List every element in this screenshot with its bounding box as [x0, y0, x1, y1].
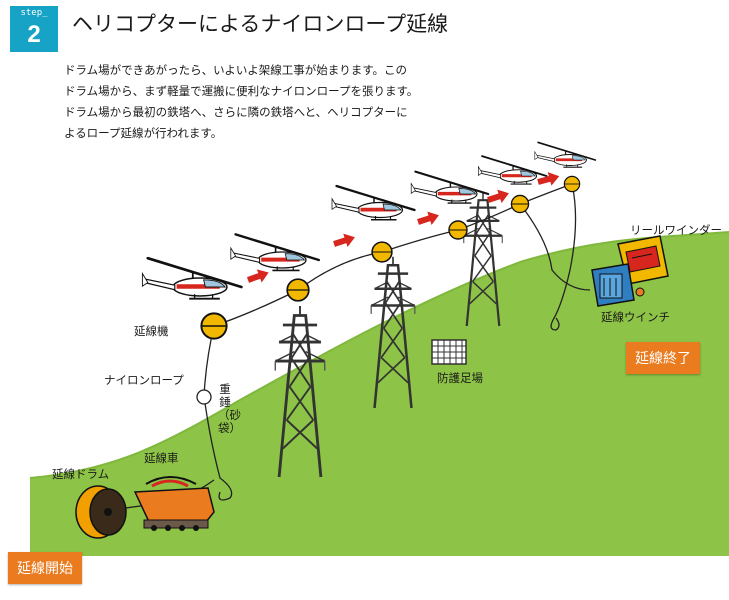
sandbag-weight [196, 389, 212, 405]
nylon-rope-drop [203, 325, 233, 501]
description-line: よるロープ延線が行われます。 [64, 126, 223, 140]
helicopter-4 [410, 170, 490, 205]
page-title: ヘリコプターによるナイロンロープ延線 [72, 12, 449, 36]
stringing-winch-machine [591, 263, 645, 307]
step-badge: step_ 2 [10, 6, 58, 52]
label-stringing-drum: 延線ドラム [52, 467, 110, 481]
helicopter-1 [141, 256, 243, 301]
description-line: ドラム場から最初の鉄塔へ、さらに隣の鉄塔へと、ヘリコプターに [64, 105, 408, 119]
start-badge: 延線開始 [8, 552, 82, 584]
label-nylon-rope: ナイロンロープ [104, 373, 184, 387]
label-weight-sandbag: 重錘（砂袋） [218, 382, 241, 435]
label-stringing-vehicle: 延線車 [144, 451, 179, 465]
helicopter-6 [533, 141, 597, 168]
label-protective-scaffold: 防護足場 [437, 371, 483, 385]
description-line: ドラム場から、まず軽量で運搬に便利なナイロンロープを張ります。 [64, 84, 419, 98]
stringing-reel-1 [200, 312, 228, 340]
description-line: ドラム場ができあがったら、いよいよ架線工事が始まります。この [64, 63, 408, 77]
stringing-reel-4 [448, 220, 468, 240]
direction-arrow-4 [485, 186, 512, 207]
step-label: step_ [20, 8, 48, 18]
label-stringing-machine: 延線機 [134, 324, 169, 338]
direction-arrow-1 [245, 265, 272, 287]
stringing-drum [75, 485, 127, 539]
step-number: 2 [27, 21, 41, 48]
winch-rope [550, 183, 577, 331]
direction-arrow-2 [331, 230, 358, 251]
stringing-reel-3 [371, 241, 393, 263]
stringing-vehicle [133, 476, 215, 531]
stringing-reel-6 [563, 175, 581, 193]
hillside-ground [30, 232, 729, 556]
helicopter-2 [229, 233, 320, 272]
scaffold-grid [431, 339, 467, 365]
stringing-reel-2 [286, 278, 310, 302]
description: ドラム場ができあがったら、いよいよ架線工事が始まります。この ドラム場から、まず… [64, 60, 484, 144]
direction-arrow-3 [415, 208, 442, 229]
end-badge: 延線終了 [626, 342, 700, 374]
label-reel-winder: リールワインダー [630, 223, 722, 237]
helicopter-3 [330, 184, 416, 221]
helicopter-5 [477, 155, 548, 185]
direction-arrow-5 [536, 169, 562, 189]
stringing-reel-5 [510, 194, 530, 214]
label-stringing-winch: 延線ウインチ [601, 310, 670, 324]
